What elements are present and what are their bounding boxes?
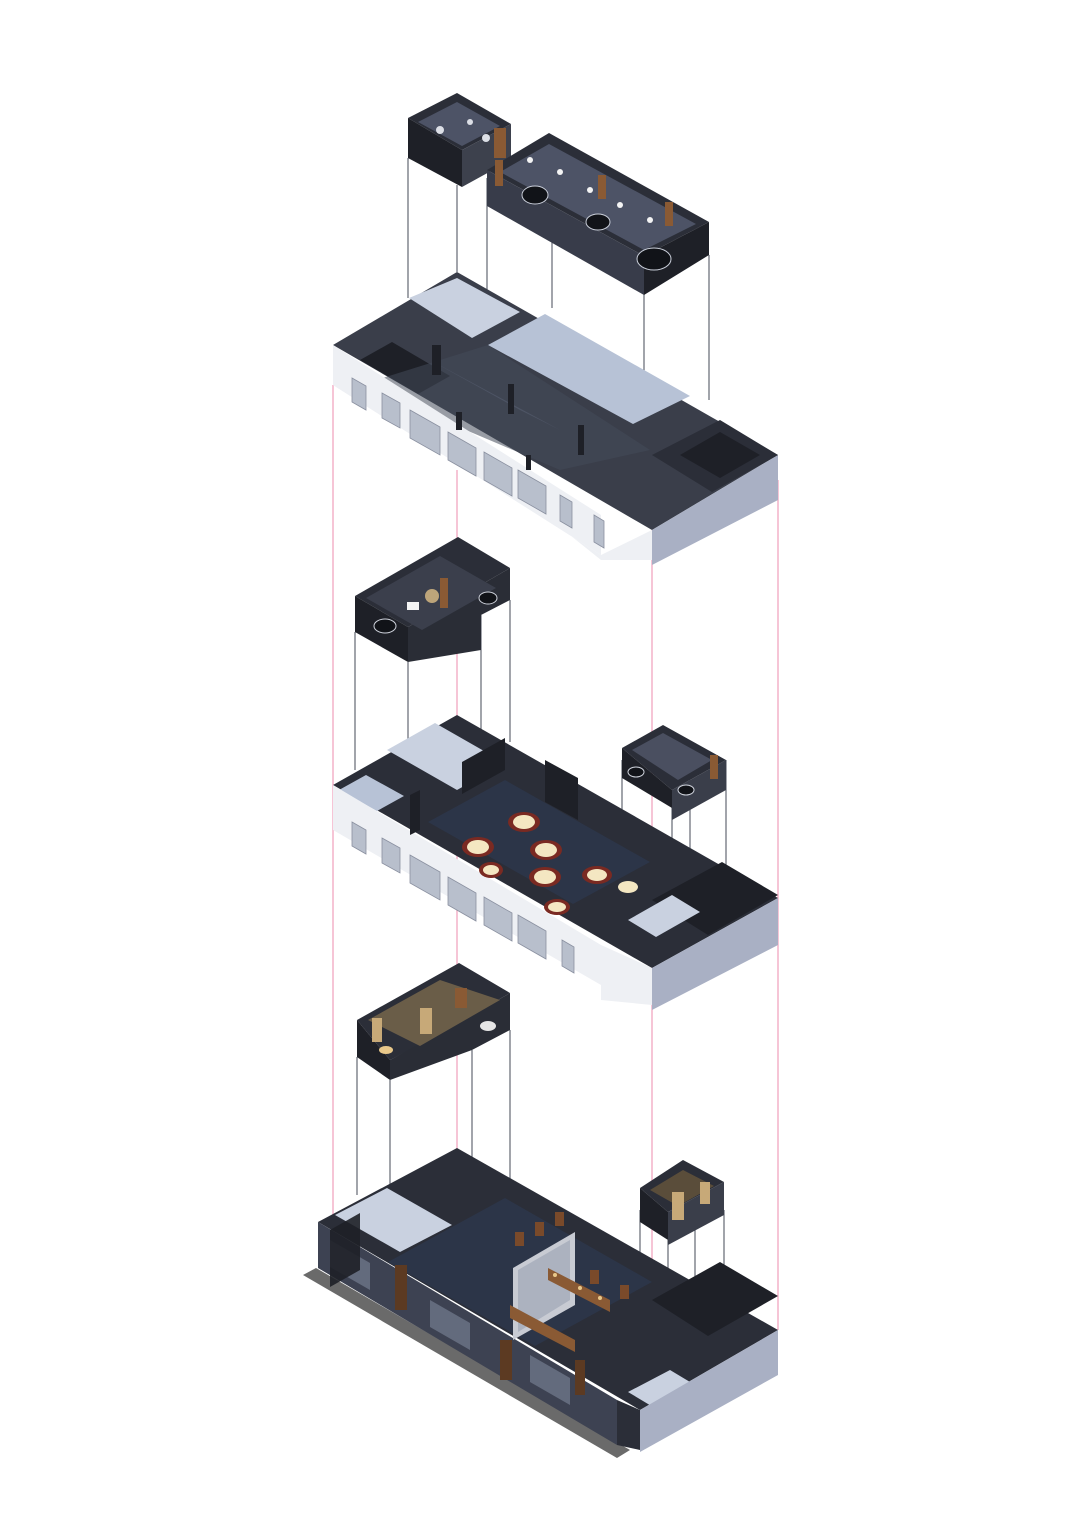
level-3-floor <box>333 272 778 565</box>
column <box>432 345 584 470</box>
round-table <box>508 812 540 832</box>
round-table <box>373 591 498 634</box>
level-2-module <box>355 537 510 662</box>
round-table <box>479 862 503 878</box>
round-table <box>521 185 672 271</box>
round-tables <box>462 812 638 915</box>
level-2-floor <box>333 715 778 1010</box>
level-1-right-module <box>640 1160 724 1245</box>
round-table <box>530 840 562 860</box>
level-1-floor <box>303 1148 778 1458</box>
round-table <box>618 881 638 893</box>
top-module-long <box>487 133 709 295</box>
window <box>351 821 575 974</box>
window <box>351 377 605 549</box>
level-1-module <box>357 963 510 1080</box>
level-2-right-module <box>622 725 726 820</box>
round-table <box>582 866 612 884</box>
round-table <box>436 119 490 142</box>
round-table <box>529 867 561 887</box>
top-module-small <box>408 93 511 187</box>
round-table <box>462 837 494 857</box>
round-table <box>544 899 570 915</box>
